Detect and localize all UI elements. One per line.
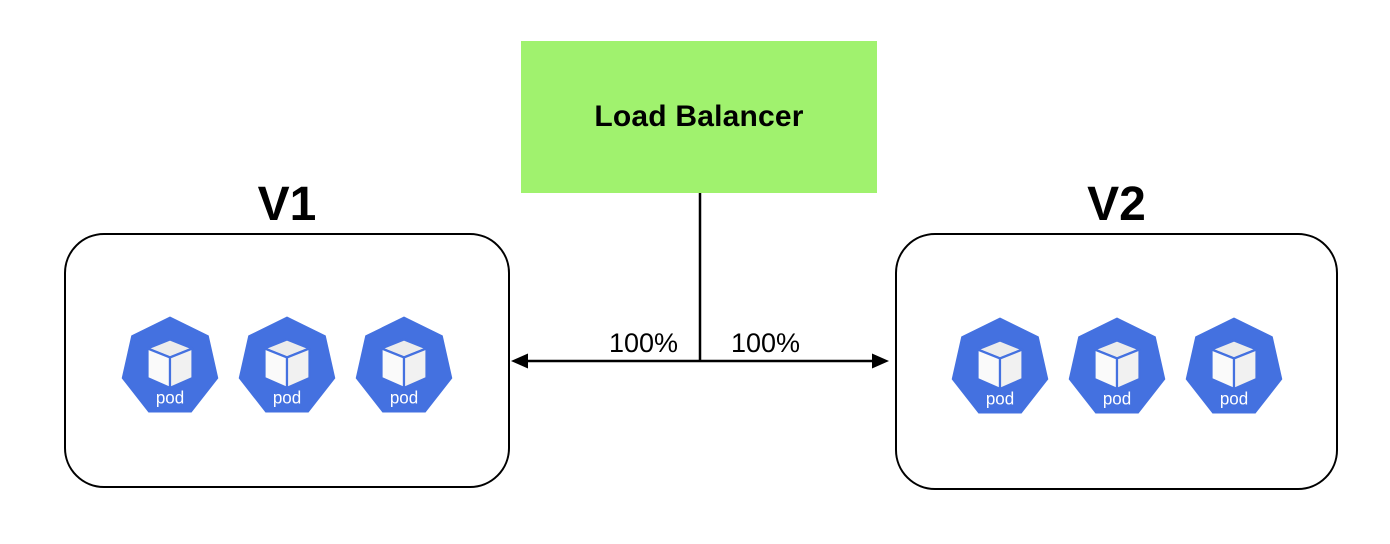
pod-icon: pod (1068, 317, 1165, 414)
pod-icon: pod (951, 317, 1048, 414)
cube-right-face (285, 346, 311, 389)
pod-label: pod (985, 388, 1013, 408)
pod-icon: pod (355, 316, 453, 413)
right-arrowhead-icon (872, 353, 889, 369)
right-traffic-label: 100% (731, 328, 801, 358)
pod-label: pod (273, 387, 301, 407)
pod-label: pod (156, 387, 184, 407)
cube-right-face (168, 346, 194, 389)
pod-icon: pod (1185, 317, 1282, 414)
group-v2-title: V2 (1087, 178, 1146, 231)
cube-right-face (1115, 347, 1141, 390)
load-balancer-label: Load Balancer (594, 100, 804, 133)
pod-label: pod (390, 387, 418, 407)
pod-label: pod (1102, 388, 1130, 408)
pod-label: pod (1219, 388, 1247, 408)
group-v1-title: V1 (257, 178, 317, 231)
load-balancer-node: Load Balancer (521, 41, 877, 193)
cube-right-face (1232, 347, 1258, 390)
group-v1-box: pod pod pod (64, 233, 510, 488)
left-traffic-label: 100% (608, 328, 678, 358)
group-v2-box: pod pod pod (895, 233, 1338, 490)
cube-right-face (998, 347, 1024, 390)
pod-icon: pod (238, 316, 336, 413)
pod-icon: pod (121, 316, 219, 413)
cube-right-face (402, 346, 428, 389)
left-arrowhead-icon (511, 353, 528, 369)
